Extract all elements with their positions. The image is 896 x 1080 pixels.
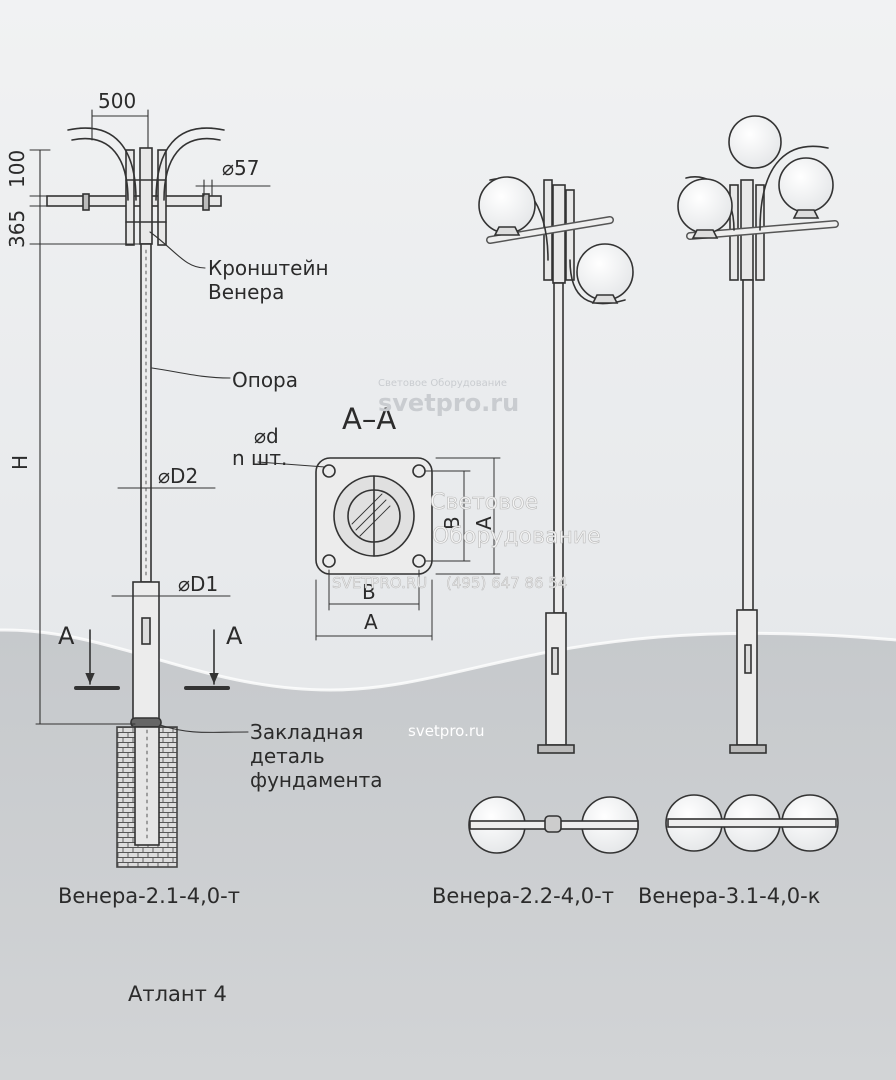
pole-3-drawing [677,115,839,754]
pole-1-drawing [46,127,225,868]
watermark-site-main: svetpro.ru [378,389,520,417]
bracket-label-line1: Кронштейн [208,256,329,280]
bracket-label-line2: Венера [208,280,285,304]
caption-model-3: Венера-3.1-4,0-к [638,884,821,908]
plan-view-3 [665,794,839,852]
watermark-company-line2: Оборудование [432,524,601,550]
embedded-part-label: Закладная деталь фундамента [250,720,382,792]
hole-count-label: n шт. [232,446,288,470]
section-title: A–A [342,402,397,436]
pole-label: Опора [232,368,299,392]
caption-series: Атлант 4 [128,982,227,1006]
hole-diameter-label: ⌀d [254,424,279,448]
watermark-site-bottom: svetpro.ru [408,722,485,740]
dim-a-bottom: A [364,610,378,634]
plan-view-2 [468,796,639,854]
caption-model-2: Венера-2.2-4,0-т [432,884,614,908]
watermark-site-caps: SVETPRO.RU [332,574,428,593]
dim-diameter-57: ⌀57 [222,156,260,180]
dim-height-h: H [8,454,32,470]
watermark-company-small: Световое Оборудование [378,378,507,389]
dim-diameter-d1: ⌀D1 [178,572,219,596]
caption-model-1: Венера-2.1-4,0-т [58,884,240,908]
dim-height-100: 100 [5,149,29,188]
dim-b-bottom: B [362,580,376,604]
section-mark-right: A [226,622,243,650]
watermark-phone: (495) 647 86 54 [446,574,568,593]
dim-diameter-d2: ⌀D2 [158,464,199,488]
dim-height-365: 365 [5,209,29,248]
dim-width-500: 500 [98,89,137,113]
watermark-company-line1: Световое [430,490,539,516]
embedded-label-line1: Закладная [250,720,364,744]
embedded-label-line2: деталь [250,744,325,768]
pole-2-drawing [478,176,634,754]
bracket-label: Кронштейн Венера [208,256,329,304]
section-mark-left: A [58,622,75,650]
embedded-label-line3: фундамента [250,768,383,792]
section-aa-drawing [257,457,501,641]
